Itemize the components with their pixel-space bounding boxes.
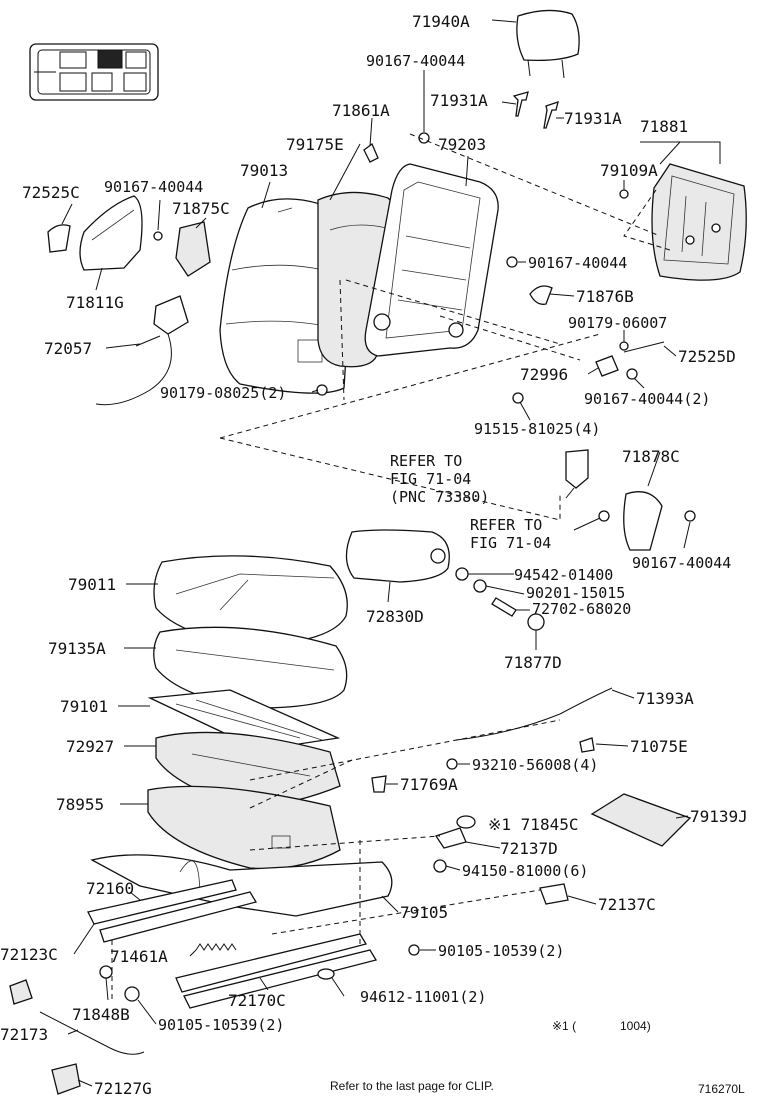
part-label: 79101 [60, 697, 108, 716]
part-label: 72137D [500, 839, 558, 858]
part-label: (PNC 73380) [390, 488, 489, 506]
part-label: ※1 71845C [488, 815, 578, 834]
rail-cover-part [9, 979, 33, 1005]
part-label: 72127G [94, 1079, 152, 1098]
part-label: REFER TO [470, 516, 542, 534]
return-spring-part [195, 943, 237, 951]
part-label: 72057 [44, 339, 92, 358]
part-label: 79011 [68, 575, 116, 594]
part-label: 71075E [630, 737, 688, 756]
part-label: 90179-06007 [568, 314, 667, 332]
part-label: 72160 [86, 879, 134, 898]
part-label: 90201-15015 [526, 584, 625, 602]
part-label: REFER TO [390, 452, 462, 470]
clip-part [153, 132, 696, 522]
part-label: 71877D [504, 653, 562, 672]
seatback-frame-part [364, 163, 499, 357]
assembly-dashed-lines [111, 133, 671, 1000]
part-label: 71875C [172, 199, 230, 218]
part-label: 71878C [622, 447, 680, 466]
part-label: 79203 [438, 135, 486, 154]
part-label: 79139J [690, 807, 748, 826]
part-label: 90105-10539(2) [158, 1016, 284, 1034]
part-label: 90105-10539(2) [438, 942, 564, 960]
clip-reference-note: Refer to the last page for CLIP. [330, 1079, 494, 1093]
bracket-part [363, 142, 379, 163]
part-label: 72137C [598, 895, 656, 914]
headrest-guide-part [512, 91, 559, 129]
part-label: 79135A [48, 639, 106, 658]
part-label: 72525C [22, 183, 80, 202]
part-label: 72173 [0, 1025, 48, 1044]
release-cable-part [95, 295, 189, 406]
part-label: 71940A [412, 12, 470, 31]
part-label: 71861A [332, 101, 390, 120]
part-label: 78955 [56, 795, 104, 814]
seatbelt-buckle-part [565, 449, 589, 489]
footnote-mark: ※1 ( [552, 1019, 576, 1033]
part-label: FIG 71-04 [470, 534, 551, 552]
part-label: 71393A [636, 689, 694, 708]
part-label: 79105 [400, 903, 448, 922]
part-label: 90167-40044 [632, 554, 731, 572]
part-label: FIG 71-04 [390, 470, 471, 488]
part-label: 79013 [240, 161, 288, 180]
cover-part [595, 355, 619, 377]
part-label: 71931A [430, 91, 488, 110]
part-label: 71811G [66, 293, 124, 312]
fastener-part [371, 737, 595, 905]
part-label: 91515-81025(4) [474, 420, 600, 438]
cover-part [175, 221, 211, 277]
part-label: 71881 [640, 117, 688, 136]
part-label: 72702-68020 [532, 600, 631, 618]
part-label: 71461A [110, 947, 168, 966]
lever-rod-part [39, 1011, 145, 1055]
part-label: 90167-40044 [366, 52, 465, 70]
part-label: 71876B [576, 287, 634, 306]
part-label: 90167-40044 [104, 178, 203, 196]
cable-part [455, 687, 613, 741]
part-label: 71848B [72, 1005, 130, 1024]
armrest-cover-part [623, 491, 663, 551]
part-label: 93210-56008(4) [472, 756, 598, 774]
part-label: 72830D [366, 607, 424, 626]
part-labels: 71940A 90167-40044 71931A 71931A 71861A … [0, 12, 748, 1098]
vehicle-seat-locator-icon [29, 43, 159, 101]
hinge-cover-part [529, 285, 553, 305]
part-label: 72996 [520, 365, 568, 384]
bolt-part [99, 944, 420, 1002]
seat-cushion-cover-part [153, 555, 348, 647]
rail-cover-part [51, 1063, 81, 1095]
part-label: 71769A [400, 775, 458, 794]
part-label: 90167-40044(2) [584, 390, 710, 408]
lever-part [623, 341, 665, 353]
part-label: 71931A [564, 109, 622, 128]
seat-tray-part [147, 785, 341, 870]
seat-cushion-pad-part [153, 626, 348, 709]
part-label: 72123C [0, 945, 58, 964]
footnote-value: 1004) [620, 1019, 651, 1033]
part-label: 90179-08025(2) [160, 384, 286, 402]
part-label: 79175E [286, 135, 344, 154]
seat-rail-part [87, 879, 378, 1009]
headrest-part [516, 9, 580, 79]
armrest-part [345, 529, 450, 583]
seatback-board-part [651, 163, 747, 281]
part-label: 72927 [66, 737, 114, 756]
recliner-cover-part [47, 195, 143, 271]
part-label: 79109A [600, 161, 658, 180]
part-label: 72170C [228, 991, 286, 1010]
leader-lines [61, 19, 721, 1087]
part-label: 94542-01400 [514, 566, 613, 584]
part-label: 94150-81000(6) [462, 862, 588, 880]
part-label: 72525D [678, 347, 736, 366]
part-label: 94612-11001(2) [360, 988, 486, 1006]
figure-code: 716270L [698, 1082, 745, 1096]
part-label: 90167-40044 [528, 254, 627, 272]
pad-part [590, 793, 692, 847]
